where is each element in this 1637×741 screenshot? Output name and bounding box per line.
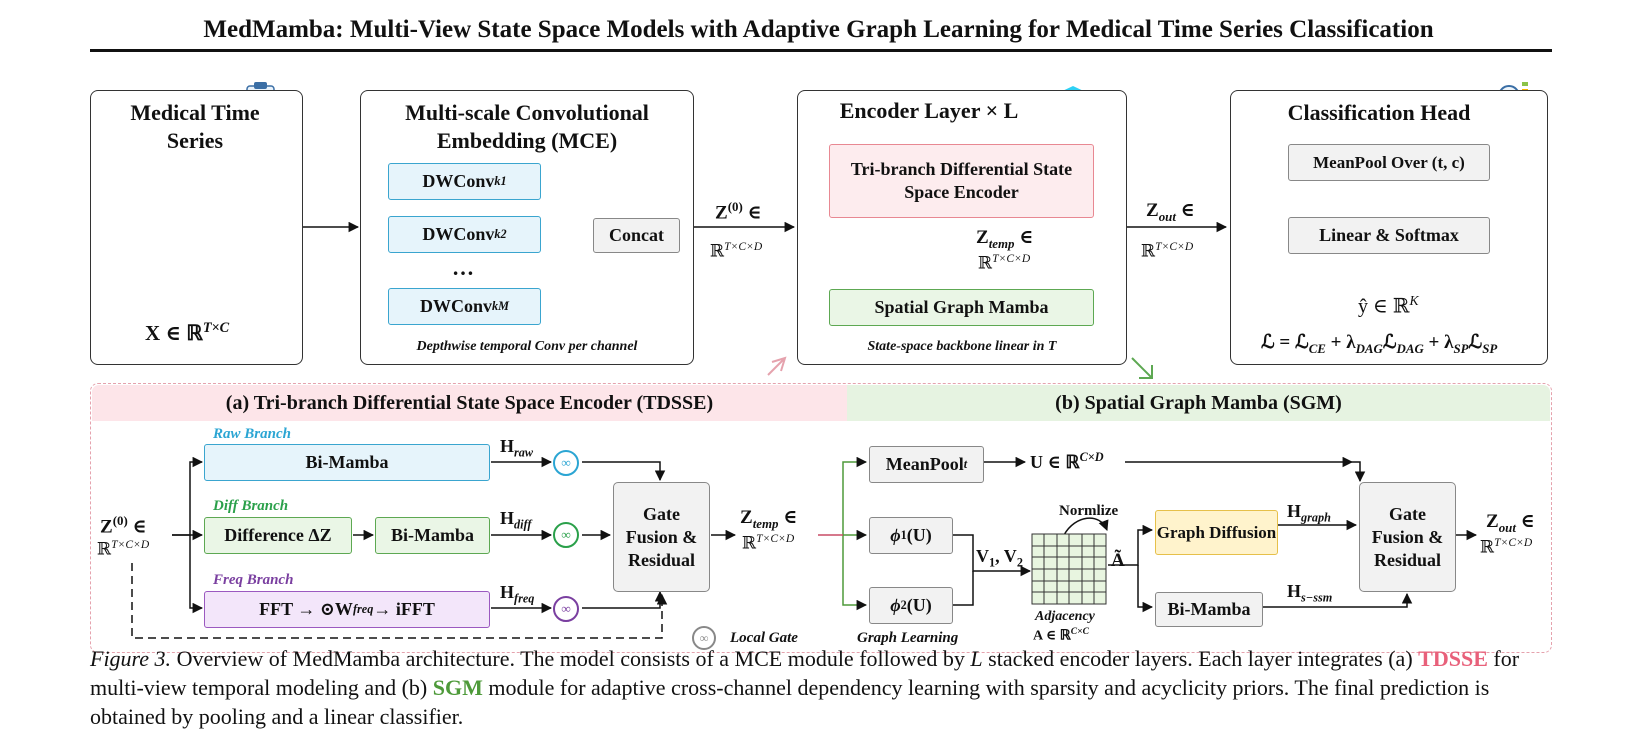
normlize-label: Normlize (1059, 503, 1119, 519)
figure-caption: Figure 3. Overview of MedMamba architect… (90, 646, 1520, 729)
graph-learning-label: Graph Learning (857, 630, 959, 646)
diff-local-gate-icon: ∞ (553, 522, 579, 548)
mce-ellipsis: … (452, 255, 474, 280)
sgm-bimamba-box: Bi-Mamba (1155, 592, 1263, 627)
h-diff-label: Hdiff (500, 508, 532, 532)
diff-branch-label: Diff Branch (213, 498, 289, 514)
z0-connector-space: ℝT×C×D (710, 240, 763, 261)
h-raw-label: Hraw (500, 436, 534, 460)
local-gate-legend-icon: ∞ (692, 626, 716, 650)
title-rule (90, 49, 1552, 52)
difference-box: Difference ΔZ (204, 517, 352, 554)
u-label: U ∈ ℝC×D (1030, 450, 1104, 472)
tdsse-gate-fusion-box: Gate Fusion & Residual (613, 482, 710, 592)
mce-title: Multi-scale Convolutional Embedding (MCE… (405, 100, 649, 153)
graph-diffusion-box: Graph Diffusion (1155, 510, 1278, 555)
tdsse-z0-label: Z(0) ∈ (100, 513, 147, 538)
raw-branch-label: Raw Branch (213, 426, 291, 442)
encoder-title: Encoder Layer × L (839, 98, 1019, 123)
raw-local-gate-icon: ∞ (553, 450, 579, 476)
adjacency-equation: A ∈ ℝC×C (1033, 627, 1089, 644)
input-title: Medical Time Series (130, 100, 260, 153)
head-title: Classification Head (1287, 100, 1471, 125)
zout-connector-space: ℝT×C×D (1141, 240, 1194, 261)
encoder-caption: State-space backbone linear in T (867, 339, 1057, 354)
sgm-box: Spatial Graph Mamba (829, 289, 1094, 326)
sgm-ztemp-label: Ztemp ∈ (740, 507, 798, 531)
input-panel (90, 90, 303, 365)
h-graph-label: Hgraph (1287, 501, 1331, 525)
input-symbol: X ∈ ℝT×C (145, 320, 230, 345)
tdsse-z0-space: ℝT×C×D (97, 538, 150, 559)
sgm-ztemp-space: ℝT×C×D (742, 532, 795, 553)
tdsse-header: (a) Tri-branch Differential State Space … (92, 385, 847, 421)
yhat-label: ŷ ∈ ℝK (1358, 293, 1419, 318)
h-ssm-label: Hs−ssm (1287, 581, 1333, 605)
figure-title: MedMamba: Multi-View State Space Models … (203, 16, 1434, 43)
concat-box: Concat (593, 218, 680, 253)
linear-softmax-box: Linear & Softmax (1288, 217, 1490, 254)
tdsse-box: Tri-branch Differential State Space Enco… (829, 144, 1094, 218)
a-tilde-label: Ã (1111, 550, 1125, 571)
sgm-header: (b) Spatial Graph Mamba (SGM) (847, 385, 1550, 421)
freq-local-gate-icon: ∞ (553, 596, 579, 622)
ztemp-label: Ztemp ∈ (976, 227, 1034, 251)
loss-formula: ℒ = ℒCE + λDAGℒDAG + λSPℒSP (1261, 332, 1498, 356)
sgm-gate-fusion-box: Gate Fusion & Residual (1359, 482, 1456, 592)
head-meanpool-box: MeanPool Over (t, c) (1288, 144, 1490, 181)
raw-bimamba-box: Bi-Mamba (204, 444, 490, 481)
detail-region (90, 383, 1552, 653)
zout-connector-label: Zout ∈ (1146, 200, 1195, 224)
local-gate-legend-label: Local Gate (730, 630, 798, 646)
v1-v2-label: V1, V2 (976, 546, 1023, 570)
z0-connector-label: Z(0) ∈ (715, 199, 762, 224)
h-freq-label: Hfreq (500, 582, 535, 606)
diff-bimamba-box: Bi-Mamba (375, 517, 490, 554)
mce-caption: Depthwise temporal Conv per channel (416, 339, 638, 354)
ztemp-space: ℝT×C×D (978, 252, 1031, 273)
sgm-zout-label: Zout ∈ (1486, 511, 1535, 535)
adjacency-label: Adjacency (1035, 609, 1095, 624)
sgm-zout-space: ℝT×C×D (1480, 536, 1533, 557)
freq-branch-label: Freq Branch (213, 572, 294, 588)
